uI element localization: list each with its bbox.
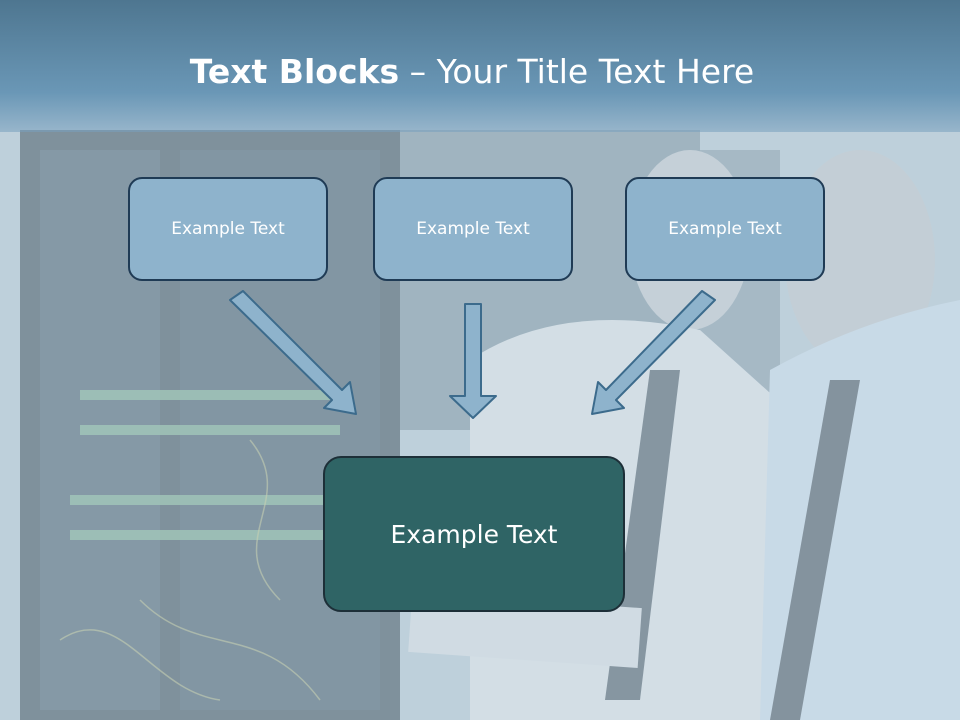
main-text-block[interactable]: Example Text (323, 456, 625, 612)
title-rest: Your Title Text Here (436, 52, 755, 91)
main-text-block-label: Example Text (390, 519, 558, 549)
title-bar (0, 0, 960, 132)
text-block-3[interactable]: Example Text (625, 177, 825, 281)
title-dash: – (399, 52, 437, 91)
title-bold: Text Blocks (189, 52, 400, 91)
text-block-3-label: Example Text (668, 219, 782, 239)
text-block-2-label: Example Text (416, 219, 530, 239)
text-block-1[interactable]: Example Text (128, 177, 328, 281)
text-block-1-label: Example Text (171, 219, 285, 239)
slide-title: Text Blocks – Your Title Text Here (0, 52, 944, 91)
text-block-2[interactable]: Example Text (373, 177, 573, 281)
